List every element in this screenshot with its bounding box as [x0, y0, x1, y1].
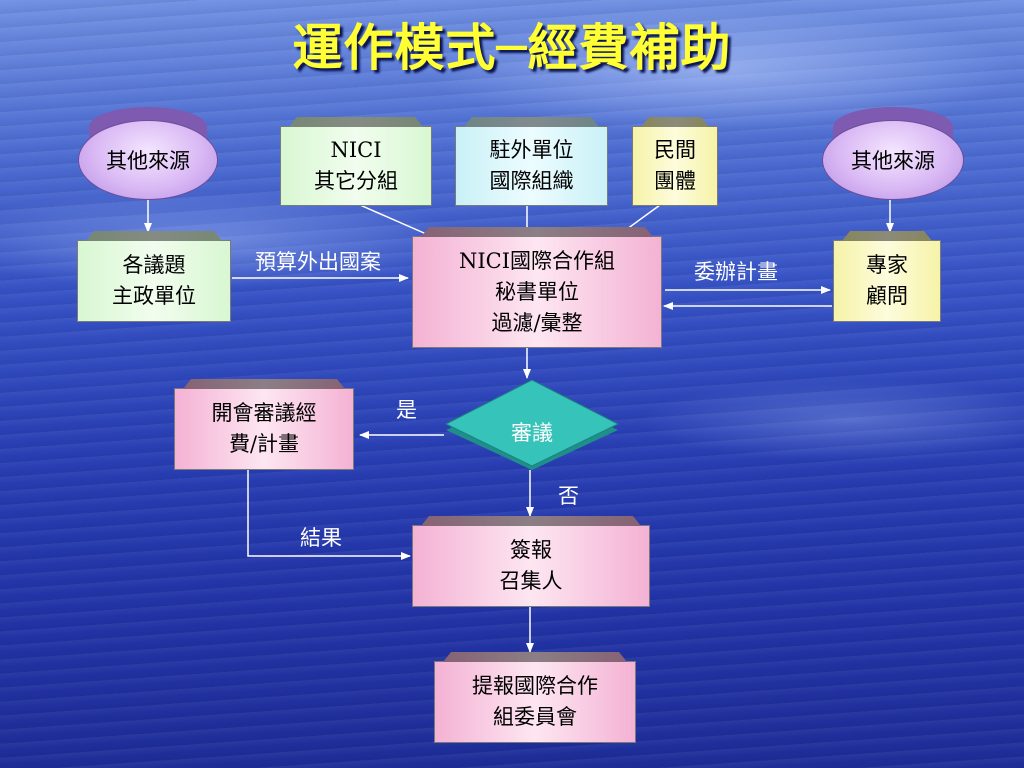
meeting-funding-label: 開會審議經 費/計畫 [211, 401, 317, 456]
overseas-units-node: 駐外單位 國際組織 [455, 126, 608, 206]
experts-node: 專家 顧問 [833, 240, 941, 322]
other-source-left-node: 其他來源 [78, 107, 218, 200]
issue-units-label: 各議題 主政單位 [112, 253, 196, 308]
experts-label: 專家 顧問 [866, 253, 908, 308]
edge-label-no: 否 [558, 484, 579, 508]
edge-label-budget-abroad: 預算外出國案 [255, 250, 381, 274]
nici-other-groups-node: NICI 其它分組 [280, 126, 432, 206]
issue-units-node: 各議題 主政單位 [77, 240, 231, 322]
private-groups-node: 民間 團體 [632, 126, 718, 206]
other-source-left-label: 其他來源 [106, 149, 190, 173]
slide-title: 運作模式─經費補助 [292, 18, 732, 77]
other-source-right-label: 其他來源 [851, 149, 935, 173]
review-label: 審議 [511, 421, 553, 445]
private-groups-label: 民間 團體 [654, 138, 696, 193]
edge-meeting-result [247, 470, 411, 560]
sign-report-node: 簽報 召集人 [412, 525, 650, 607]
report-committee-label: 提報國際合作 組委員會 [472, 674, 598, 729]
edge-label-yes: 是 [396, 398, 417, 422]
other-source-right-node: 其他來源 [822, 107, 964, 200]
meeting-funding-node: 開會審議經 費/計畫 [174, 388, 354, 470]
sign-report-label: 簽報 召集人 [499, 538, 563, 593]
nici-secretariat-node: NICI國際合作組 秘書單位 過濾/彙整 [412, 236, 662, 348]
edge-label-commission-plan: 委辦計畫 [694, 260, 778, 284]
nici-other-groups-label: NICI 其它分組 [314, 138, 398, 193]
report-committee-node: 提報國際合作 組委員會 [434, 661, 636, 743]
edge-label-result: 結果 [300, 526, 342, 550]
nici-secretariat-label: NICI國際合作組 秘書單位 過濾/彙整 [458, 248, 616, 335]
review-diamond [444, 379, 620, 470]
overseas-units-label: 駐外單位 國際組織 [489, 138, 574, 193]
